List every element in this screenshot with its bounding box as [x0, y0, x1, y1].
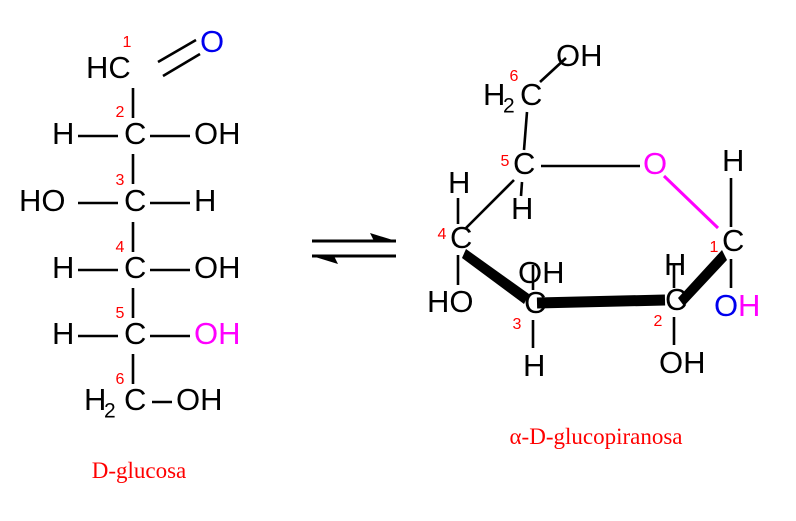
ring-c6-oh: OH	[556, 38, 603, 73]
ring-c6-h-subscript: 2	[503, 95, 515, 118]
locant-2: 2	[116, 104, 125, 121]
ring-c1-anomeric-o: O	[714, 288, 738, 323]
ring-c2-oh: OH	[659, 345, 706, 380]
ring-oxygen: O	[643, 146, 667, 181]
ring-c1-carbon: C	[722, 223, 744, 258]
ring-locant-5: 5	[501, 153, 510, 170]
fischer-projection: HC O 1 H C OH 2 HO C H 3 H C OH 4 H C OH…	[19, 24, 241, 483]
bond-c6-c5	[522, 111, 529, 151]
locant-5: 5	[116, 305, 125, 322]
ring-c6-h: H	[483, 77, 505, 112]
ring-locant-1: 1	[710, 239, 719, 256]
fischer-c3-h: H	[194, 183, 216, 218]
fischer-c6-oh: OH	[176, 382, 223, 417]
bond-c6-oh	[539, 57, 567, 83]
ring-c2-carbon: C	[665, 282, 687, 317]
bond-ring-o-c1	[662, 174, 720, 230]
left-caption: D-glucosa	[92, 458, 187, 483]
bond-ring-c4-c5	[465, 179, 515, 229]
ring-c3-oh: OH	[518, 255, 565, 290]
fischer-c3-carbon: C	[124, 183, 146, 218]
ring-c4-ho: HO	[427, 284, 474, 319]
fischer-c4-carbon: C	[124, 250, 146, 285]
fischer-c1-label: HC	[86, 50, 131, 85]
bond-c1-o-double-b	[162, 52, 201, 78]
locant-3: 3	[116, 172, 125, 189]
bond-ring-c4-c3-wedge	[462, 249, 529, 304]
ring-c5-h: H	[511, 191, 533, 226]
fischer-c4-oh: OH	[194, 250, 241, 285]
pyranose-ring-structure: H 2 C OH 6 C 5 H O C 4 H HO C 3 OH H C 2…	[427, 38, 760, 449]
arrow-head-right	[370, 233, 396, 241]
arrow-head-left	[312, 256, 338, 264]
fischer-c2-oh: OH	[194, 116, 241, 151]
ring-locant-2: 2	[654, 313, 663, 330]
ring-c4-carbon: C	[450, 220, 472, 255]
locant-1: 1	[123, 34, 132, 51]
fischer-c6-h: H	[84, 382, 106, 417]
ring-c3-h: H	[523, 348, 545, 383]
ring-c1-anomeric-h: H	[738, 288, 760, 323]
fischer-c3-ho: HO	[19, 183, 66, 218]
bond-ring-c2-c1-wedge	[678, 250, 727, 306]
fischer-c1-oxygen: O	[200, 24, 224, 59]
fischer-c5-carbon: C	[124, 316, 146, 351]
ring-c6-carbon: C	[520, 77, 542, 112]
bond-c1-o-double-a	[157, 38, 197, 64]
ring-locant-3: 3	[513, 316, 522, 333]
right-caption: α-D-glucopiranosa	[510, 424, 683, 449]
fischer-c4-h: H	[52, 250, 74, 285]
ring-locant-4: 4	[438, 226, 447, 243]
ring-c5-carbon: C	[513, 146, 535, 181]
fischer-c5-oh-highlight: OH	[194, 316, 241, 351]
equilibrium-arrow	[312, 233, 396, 264]
locant-4: 4	[116, 239, 125, 256]
fischer-c2-h: H	[52, 116, 74, 151]
ring-c2-h: H	[664, 247, 686, 282]
locant-6: 6	[116, 371, 125, 388]
ring-locant-6: 6	[510, 68, 519, 85]
fischer-c5-h: H	[52, 316, 74, 351]
ring-c3-carbon: C	[524, 285, 546, 320]
ring-c1-h: H	[722, 143, 744, 178]
bond-ring-c3-c2	[536, 294, 666, 309]
fischer-c6-carbon: C	[124, 382, 146, 417]
ring-c4-h: H	[448, 165, 470, 200]
fischer-c2-carbon: C	[124, 116, 146, 151]
fischer-c6-h-subscript: 2	[104, 400, 116, 423]
bond-c5-h	[519, 181, 524, 197]
